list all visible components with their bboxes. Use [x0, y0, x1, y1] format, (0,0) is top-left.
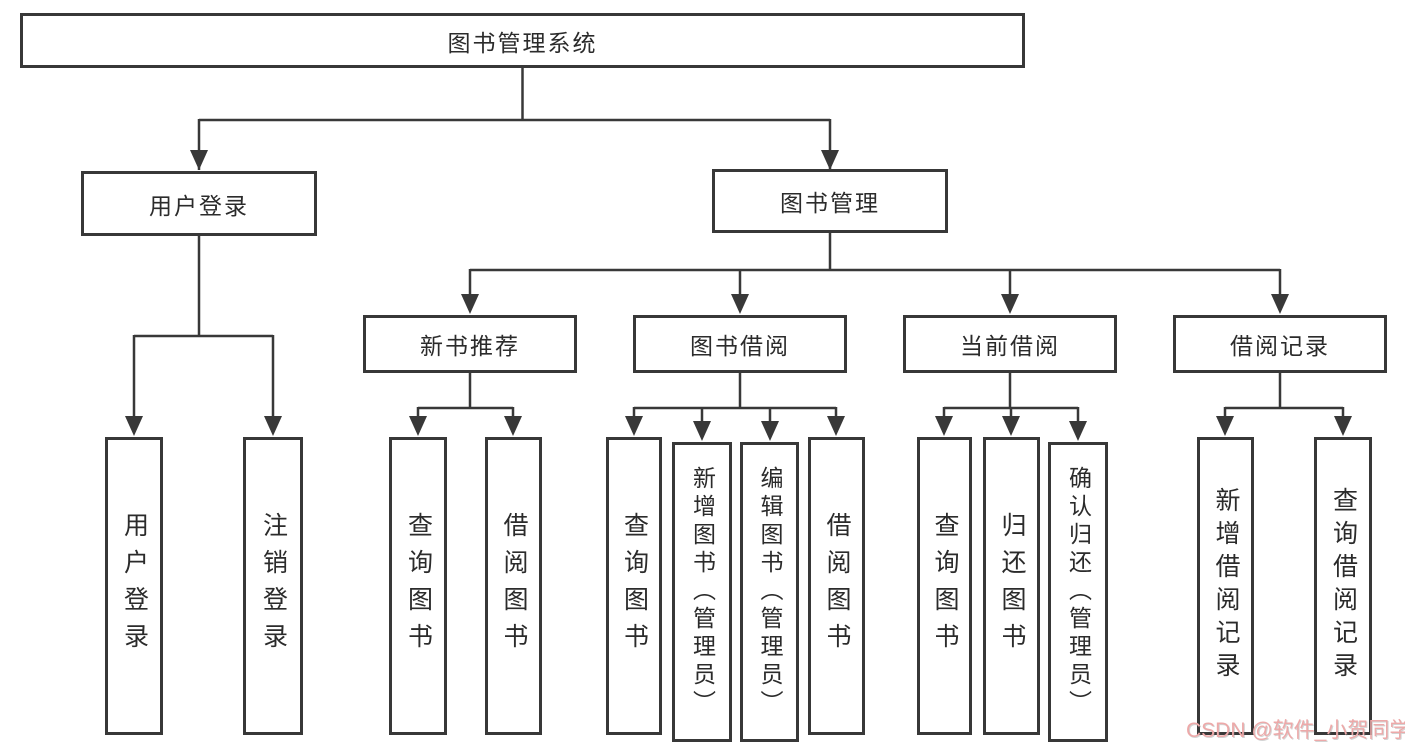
node-book-management: 图书管理	[712, 169, 948, 233]
node-new-book-recommend: 新书推荐	[363, 315, 577, 373]
leaf-borrowing-borrow-book: 借阅图书	[808, 437, 865, 735]
node-current-borrowing: 当前借阅	[903, 315, 1117, 373]
node-label: 查询图书	[620, 512, 649, 660]
node-label: 图书管理	[780, 190, 880, 216]
leaf-confirm-return-admin: 确认归还（管理员）	[1048, 442, 1108, 742]
leaf-user-login: 用户登录	[105, 437, 163, 735]
node-label: 确认归还（管理员）	[1065, 466, 1092, 718]
node-user-login: 用户登录	[81, 171, 317, 236]
node-label: 借阅记录	[1230, 333, 1330, 359]
leaf-borrowing-query-book: 查询图书	[606, 437, 662, 735]
leaf-current-query-book: 查询图书	[917, 437, 972, 735]
node-label: 图书借阅	[690, 333, 790, 359]
node-label: 新书推荐	[420, 333, 520, 359]
node-label: 图书管理系统	[447, 29, 598, 56]
node-label: 查询图书	[404, 512, 433, 660]
leaf-add-book-admin: 新增图书（管理员）	[672, 442, 732, 742]
node-label: 用户登录	[120, 512, 149, 660]
node-root-system: 图书管理系统	[20, 13, 1025, 68]
node-label: 借阅图书	[500, 512, 528, 660]
node-label: 查询借阅记录	[1329, 487, 1358, 685]
leaf-add-borrow-record: 新增借阅记录	[1197, 437, 1254, 735]
node-label: 借阅图书	[823, 512, 851, 660]
node-label: 用户登录	[149, 192, 249, 219]
node-label: 编辑图书（管理员）	[757, 466, 783, 718]
csdn-watermark: CSDN @软件_小贺同学	[1186, 719, 1405, 742]
leaf-recommend-query-book: 查询图书	[389, 437, 447, 735]
leaf-return-book: 归还图书	[983, 437, 1040, 735]
node-label: 查询图书	[931, 512, 959, 660]
node-label: 新增借阅记录	[1212, 487, 1240, 685]
node-book-borrowing: 图书借阅	[633, 315, 847, 373]
leaf-query-borrow-record: 查询借阅记录	[1314, 437, 1372, 735]
node-label: 当前借阅	[960, 333, 1060, 359]
leaf-recommend-borrow-book: 借阅图书	[485, 437, 542, 735]
node-label: 归还图书	[998, 512, 1026, 660]
leaf-logout: 注销登录	[243, 437, 303, 735]
leaf-edit-book-admin: 编辑图书（管理员）	[740, 442, 799, 742]
node-label: 新增图书（管理员）	[689, 466, 716, 718]
node-label: 注销登录	[259, 512, 288, 660]
node-borrowing-records: 借阅记录	[1173, 315, 1387, 373]
